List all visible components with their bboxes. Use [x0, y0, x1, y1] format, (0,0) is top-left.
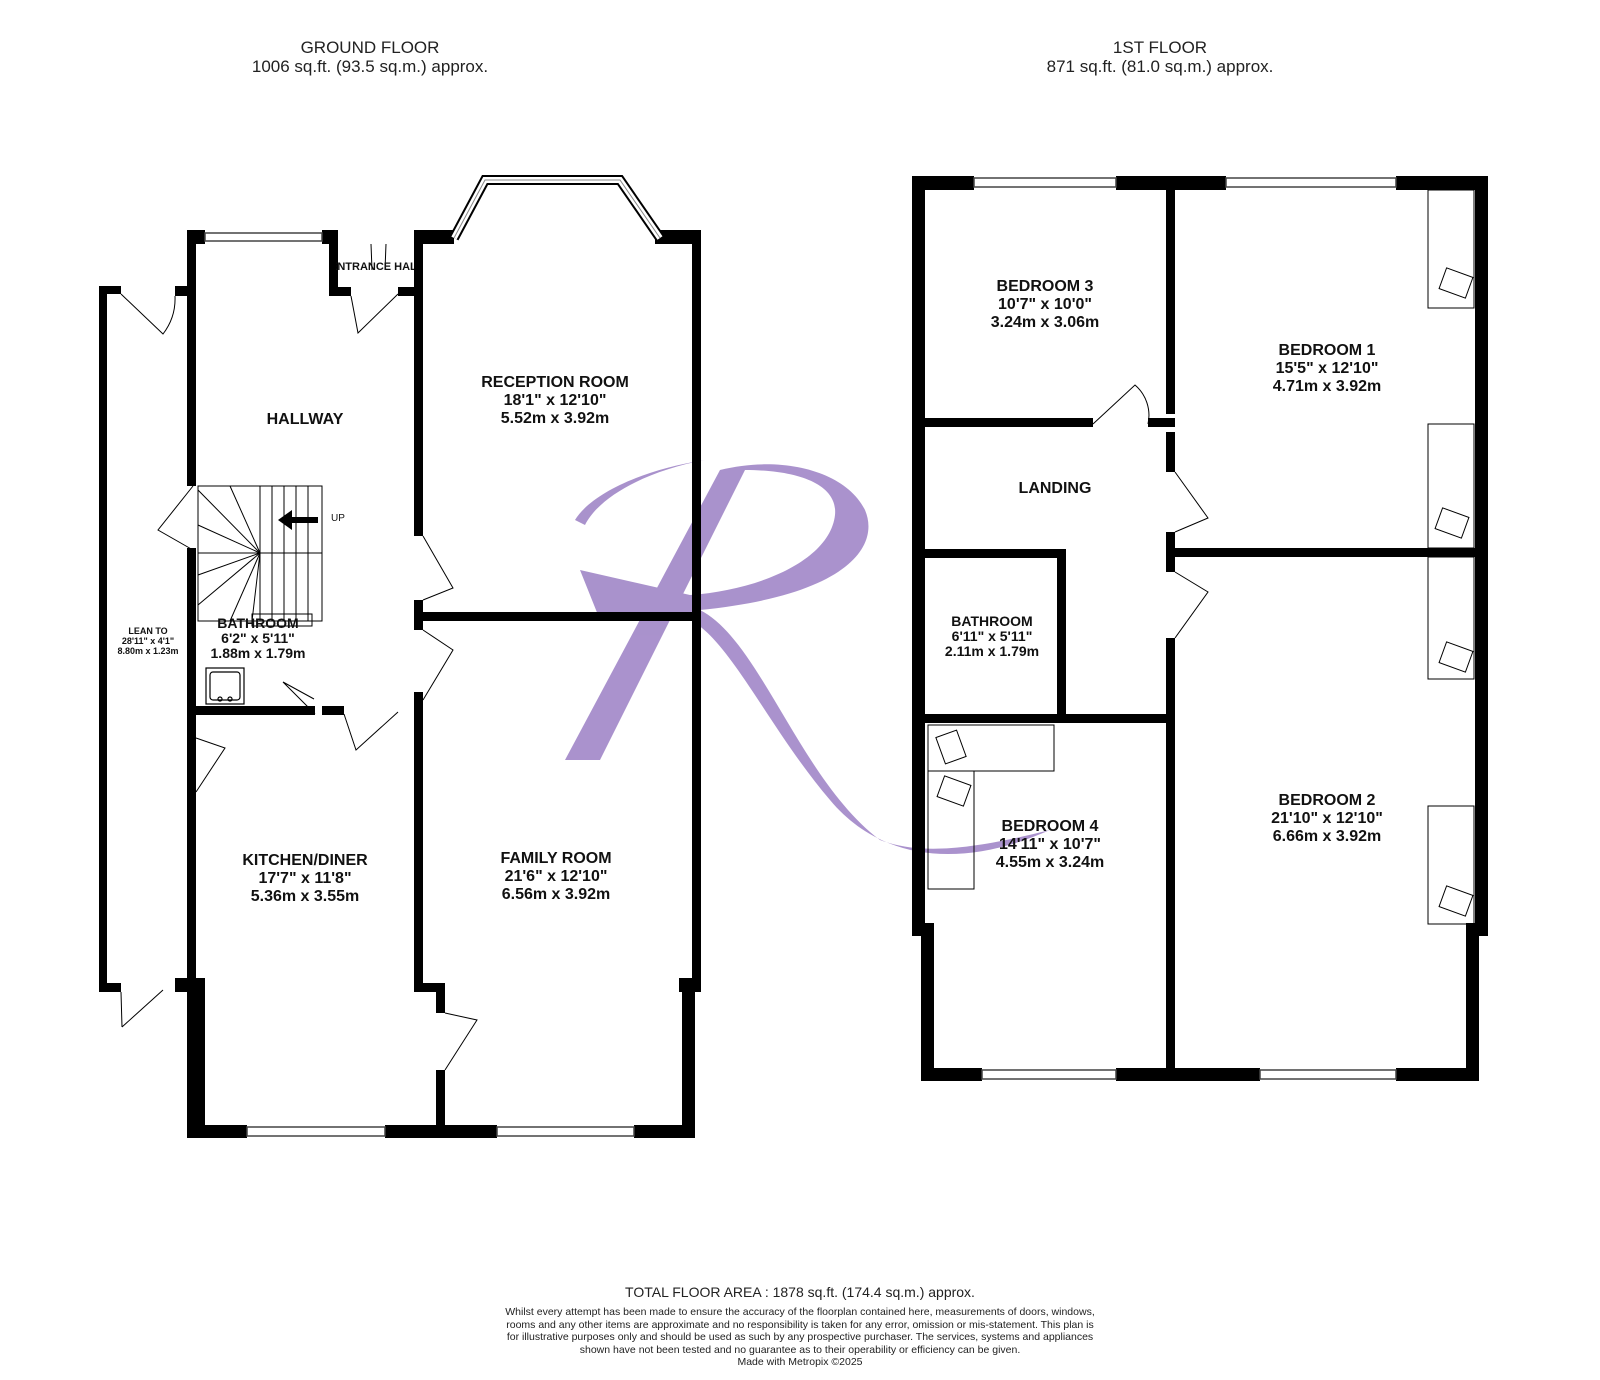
landing-name: LANDING — [1018, 480, 1092, 497]
bedroom-4-label: BEDROOM 4 14'11" x 10'7" 4.55m x 3.24m — [960, 818, 1140, 872]
entrance-hall-name: ENTRANCE HALL — [336, 261, 414, 273]
reception-room-label: RECEPTION ROOM 18'1" x 12'10" 5.52m x 3.… — [455, 374, 655, 428]
first-bathroom-imperial: 6'11" x 5'11" — [951, 628, 1033, 644]
lean-to-metric: 8.80m x 1.23m — [117, 646, 179, 656]
lean-to-imperial: 28'11" x 4'1" — [121, 636, 175, 646]
ground-floor-header: GROUND FLOOR 1006 sq.ft. (93.5 sq.m.) ap… — [220, 38, 520, 76]
family-room-imperial: 21'6" x 12'10" — [504, 868, 608, 885]
lean-to-label: LEAN TO 28'11" x 4'1" 8.80m x 1.23m — [108, 626, 188, 656]
hanging-clothes-icons — [935, 267, 1474, 917]
bedroom-1-imperial: 15'5" x 12'10" — [1275, 360, 1379, 377]
ground-bathroom-label: BATHROOM 6'2" x 5'11" 1.88m x 1.79m — [196, 616, 320, 661]
kitchen-diner-metric: 5.36m x 3.55m — [250, 888, 360, 905]
bedroom-1-label: BEDROOM 1 15'5" x 12'10" 4.71m x 3.92m — [1232, 342, 1422, 396]
stairs-up-label: UP — [331, 513, 345, 524]
bedroom-4-imperial: 14'11" x 10'7" — [999, 836, 1101, 853]
stairs-up-arrow-icon — [278, 510, 318, 530]
ground-floor-walls — [99, 230, 701, 1138]
bedroom-4-name: BEDROOM 4 — [1001, 818, 1099, 835]
bedroom-2-label: BEDROOM 2 21'10" x 12'10" 6.66m x 3.92m — [1232, 792, 1422, 846]
first-floor-header: 1ST FLOOR 871 sq.ft. (81.0 sq.m.) approx… — [1010, 38, 1310, 76]
ground-bathroom-metric: 1.88m x 1.79m — [210, 645, 306, 661]
bedroom-3-imperial: 10'7" x 10'0" — [998, 296, 1092, 313]
entrance-hall-label: ENTRANCE HALL — [336, 258, 414, 276]
hallway-name: HALLWAY — [266, 411, 344, 428]
bedroom-3-label: BEDROOM 3 10'7" x 10'0" 3.24m x 3.06m — [955, 278, 1135, 332]
disclaimer: Whilst every attempt has been made to en… — [505, 1306, 1095, 1356]
wardrobe-icons — [927, 189, 1475, 925]
first-floor-title: 1ST FLOOR — [1112, 38, 1208, 57]
family-room-name: FAMILY ROOM — [500, 850, 612, 867]
ground-floor-windows — [204, 175, 665, 1137]
ground-floor-stairs — [197, 485, 323, 627]
footer: TOTAL FLOOR AREA : 1878 sq.ft. (174.4 sq… — [500, 1284, 1100, 1368]
basin-icon — [205, 667, 245, 705]
bedroom-3-name: BEDROOM 3 — [996, 278, 1094, 295]
ground-bathroom-name: BATHROOM — [217, 615, 299, 631]
bedroom-4-metric: 4.55m x 3.24m — [995, 854, 1105, 871]
ground-floor-doors — [120, 243, 478, 1071]
ground-bathroom-imperial: 6'2" x 5'11" — [221, 630, 295, 646]
family-room-label: FAMILY ROOM 21'6" x 12'10" 6.56m x 3.92m — [466, 850, 646, 904]
bedroom-2-name: BEDROOM 2 — [1278, 792, 1376, 809]
bedroom-2-imperial: 21'10" x 12'10" — [1271, 810, 1383, 827]
hallway-label: HALLWAY — [235, 411, 375, 429]
reception-room-metric: 5.52m x 3.92m — [500, 410, 610, 427]
first-bathroom-name: BATHROOM — [951, 613, 1033, 629]
bedroom-2-metric: 6.66m x 3.92m — [1272, 828, 1382, 845]
total-floor-area: TOTAL FLOOR AREA : 1878 sq.ft. (174.4 sq… — [625, 1284, 975, 1300]
bedroom-1-metric: 4.71m x 3.92m — [1272, 378, 1382, 395]
kitchen-diner-name: KITCHEN/DINER — [242, 852, 368, 869]
reception-room-name: RECEPTION ROOM — [481, 374, 629, 391]
first-floor-walls — [912, 176, 1488, 1081]
bedroom-3-metric: 3.24m x 3.06m — [990, 314, 1100, 331]
lean-to-name: LEAN TO — [128, 626, 168, 636]
bedroom-1-name: BEDROOM 1 — [1278, 342, 1376, 359]
kitchen-diner-label: KITCHEN/DINER 17'7" x 11'8" 5.36m x 3.55… — [215, 852, 395, 906]
first-bathroom-metric: 2.11m x 1.79m — [944, 643, 1040, 659]
first-bathroom-label: BATHROOM 6'11" x 5'11" 2.11m x 1.79m — [928, 614, 1056, 659]
kitchen-diner-imperial: 17'7" x 11'8" — [258, 870, 352, 887]
first-floor-doors — [1092, 384, 1209, 639]
ground-floor-title: GROUND FLOOR — [300, 38, 440, 57]
family-room-metric: 6.56m x 3.92m — [501, 886, 611, 903]
reception-room-imperial: 18'1" x 12'10" — [503, 392, 607, 409]
made-with-credit: Made with Metropix ©2025 — [737, 1356, 863, 1368]
first-floor-area: 871 sq.ft. (81.0 sq.m.) approx. — [1046, 57, 1274, 76]
landing-label: LANDING — [995, 480, 1115, 498]
r-logo-watermark-icon — [520, 460, 1050, 854]
ground-floor-area: 1006 sq.ft. (93.5 sq.m.) approx. — [251, 57, 489, 76]
first-floor-windows — [973, 177, 1397, 1080]
